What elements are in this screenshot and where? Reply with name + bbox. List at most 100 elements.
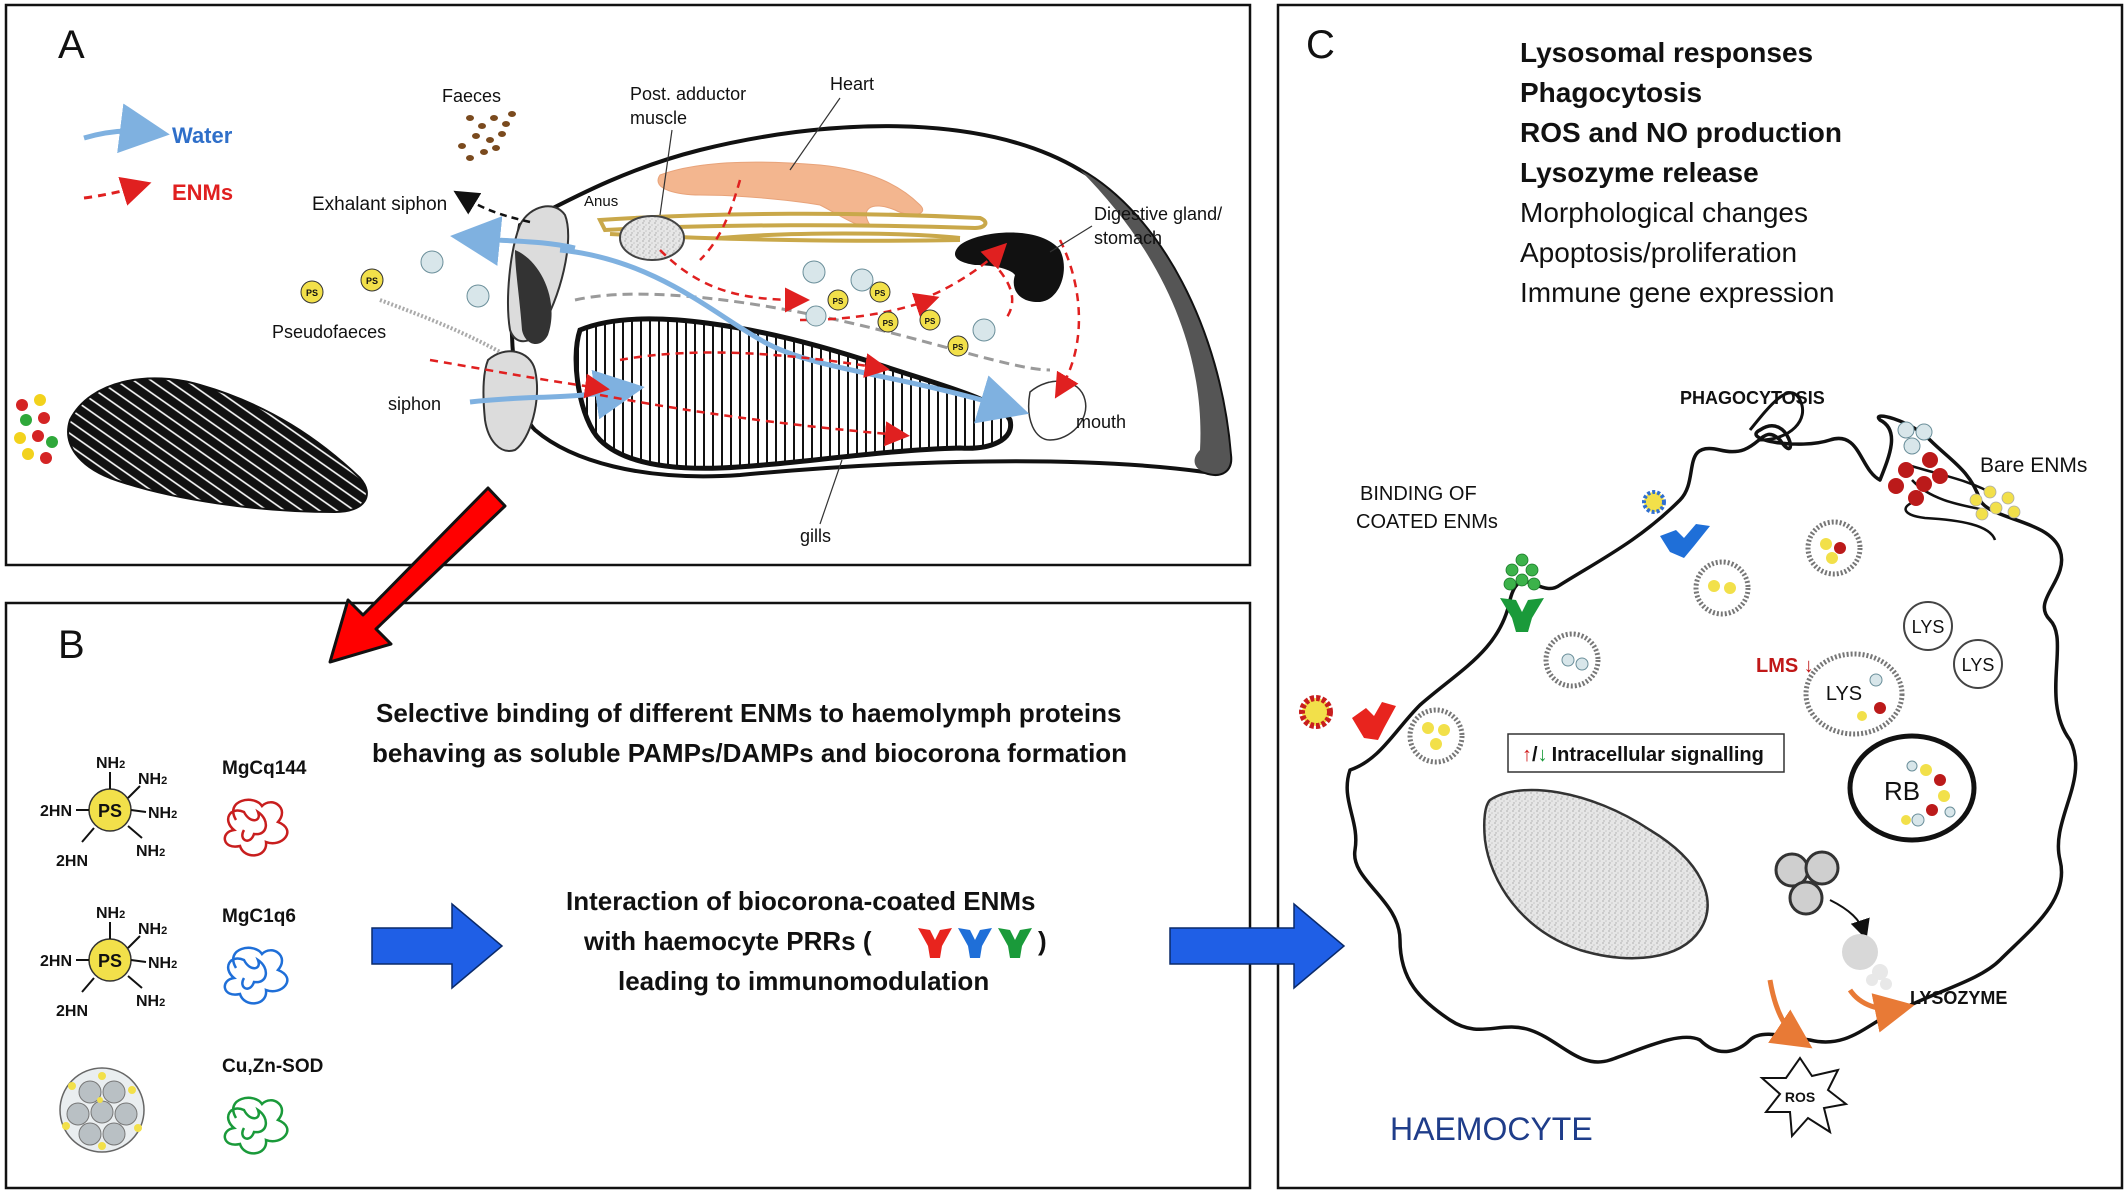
vesicle — [1407, 707, 1465, 765]
svg-text:LYS: LYS — [1912, 617, 1945, 637]
vesicle — [1543, 631, 1601, 689]
ps-particle-a1: PS — [300, 280, 324, 304]
protein-scribble-red — [223, 798, 289, 857]
lysozyme-orange-arrow — [1847, 988, 1915, 1033]
binding-label-line1: BINDING OF — [1360, 483, 1477, 505]
mussel-shell-illustration — [67, 377, 368, 514]
lysozyme-label: LYSOZYME — [1910, 988, 2007, 1008]
secretory-granules — [1774, 850, 1840, 916]
protein-label-mgc1q6: MgC1q6 — [222, 906, 296, 927]
siphon-label: siphon — [388, 394, 441, 414]
mussel-anatomy — [379, 124, 1233, 479]
response-item: Lysosomal responses — [1520, 37, 1813, 68]
interaction-line3: leading to immunomodulation — [618, 966, 989, 996]
red-transition-arrow — [328, 486, 507, 664]
inhalant-siphon-lobe — [482, 350, 539, 452]
signalling-label: ↑/↓Intracellular signalling — [1522, 744, 1764, 766]
svg-text:2HN: 2HN — [56, 853, 88, 870]
svg-text:2HN: 2HN — [56, 1003, 88, 1020]
blue-receptor — [1642, 490, 1710, 558]
lms-label: LMS ↓ — [1756, 655, 1814, 677]
svg-text:NH2: NH2 — [148, 955, 177, 972]
water-legend-label: Water — [172, 123, 233, 148]
protein-label-cuznsod: Cu,Zn-SOD — [222, 1056, 323, 1077]
digestive-gland-label-line1: Digestive gland/ — [1094, 204, 1222, 224]
response-item: Immune gene expression — [1520, 277, 1834, 308]
prr-receptor-icons — [918, 928, 1032, 958]
lysosome-large: LYS — [1803, 651, 1905, 737]
svg-text:NH2: NH2 — [138, 921, 167, 938]
svg-text:LYS: LYS — [1962, 655, 1995, 675]
enm-particle-cluster — [14, 394, 58, 464]
amino-ps-particle-2: PS NH2 NH2 NH2 NH2 2HN 2HN — [40, 905, 177, 1020]
panel-c-frame — [1276, 3, 2124, 1190]
svg-text:LYS: LYS — [1826, 683, 1862, 705]
enm-legend-arrow — [83, 176, 152, 206]
gills-label: gills — [800, 526, 831, 546]
response-item: Apoptosis/proliferation — [1520, 237, 1797, 268]
svg-text:PS: PS — [953, 343, 964, 352]
faeces-label: Faeces — [442, 86, 501, 106]
lysozyme-arrow — [1829, 899, 1870, 940]
svg-text:PS: PS — [833, 297, 844, 306]
interaction-line2-close: ) — [1038, 926, 1047, 956]
water-legend-arrow — [83, 103, 170, 154]
water-flow-through — [559, 247, 1030, 424]
panel-a-frame — [4, 3, 1252, 567]
heart-pointer — [789, 97, 841, 171]
svg-text:ROS: ROS — [1785, 1089, 1815, 1105]
svg-text:2HN: 2HN — [40, 953, 72, 970]
immune-responses-list: Lysosomal responses Phagocytosis ROS and… — [1520, 37, 1842, 308]
signalling-box — [1507, 733, 1785, 773]
ps-particle-a7: PS — [869, 281, 891, 303]
svg-text:PS: PS — [306, 288, 318, 298]
bare-enm-particles — [1888, 421, 2021, 521]
heart-label: Heart — [830, 74, 874, 94]
blue-arrow-right — [1169, 902, 1346, 990]
interaction-line1: Interaction of biocorona-coated ENMs — [566, 886, 1036, 916]
haemocyte-label: HAEMOCYTE — [1390, 1111, 1593, 1147]
gills-pointer — [819, 459, 843, 525]
svg-text:NH2: NH2 — [138, 771, 167, 788]
amino-ps-particle-1: PS NH2 NH2 NH2 NH2 2HN 2HN — [40, 755, 177, 870]
svg-text:NH2: NH2 — [136, 993, 165, 1010]
red-receptor — [1299, 695, 1396, 740]
svg-text:PS: PS — [98, 951, 122, 971]
lysosome: LYS — [1903, 601, 1953, 651]
svg-text:NH2: NH2 — [96, 905, 125, 922]
digestive-gland-label-line2: stomach — [1094, 228, 1162, 248]
svg-text:PS: PS — [883, 319, 894, 328]
response-item: Lysozyme release — [1520, 157, 1759, 188]
heart-organ — [657, 161, 923, 227]
binding-label-line2: COATED ENMs — [1356, 511, 1498, 533]
response-item: ROS and NO production — [1520, 117, 1842, 148]
exhalant-siphon-label: Exhalant siphon — [312, 194, 447, 215]
anus-label: Anus — [584, 193, 618, 210]
post-adductor-label-line1: Post. adductor — [630, 84, 746, 104]
panel-c-letter: C — [1306, 23, 1335, 67]
ps-particle-a5: PS — [919, 309, 941, 331]
bare-enms-label: Bare ENMs — [1980, 454, 2087, 477]
panel-b-letter: B — [58, 623, 85, 667]
protein-scribble-green — [223, 1096, 289, 1155]
enm-legend-label: ENMs — [172, 180, 233, 205]
ps-particle-a4: PS — [877, 311, 899, 333]
svg-text:NH2: NH2 — [136, 843, 165, 860]
nanoparticle-cluster-group — [420, 250, 996, 342]
residual-body: RB — [1847, 733, 1977, 843]
nucleus — [1482, 788, 1709, 960]
panel-a-letter: A — [58, 23, 85, 67]
interaction-line2: with haemocyte PRRs ( — [583, 926, 872, 956]
ros-orange-arrow — [1767, 979, 1813, 1049]
protein-label-mgcq144: MgCq144 — [222, 758, 307, 779]
green-receptor — [1500, 553, 1544, 632]
ps-particle-a3: PS — [827, 289, 849, 311]
panel-b-title-line1: Selective binding of different ENMs to h… — [376, 698, 1121, 728]
protein-scribble-blue — [223, 946, 289, 1005]
post-adductor-pointer — [659, 129, 673, 216]
mouth-label: mouth — [1076, 412, 1126, 432]
svg-text:2HN: 2HN — [40, 803, 72, 820]
ps-particle-a6: PS — [947, 335, 969, 357]
svg-text:PS: PS — [98, 801, 122, 821]
post-adductor-label-line2: muscle — [630, 108, 687, 128]
